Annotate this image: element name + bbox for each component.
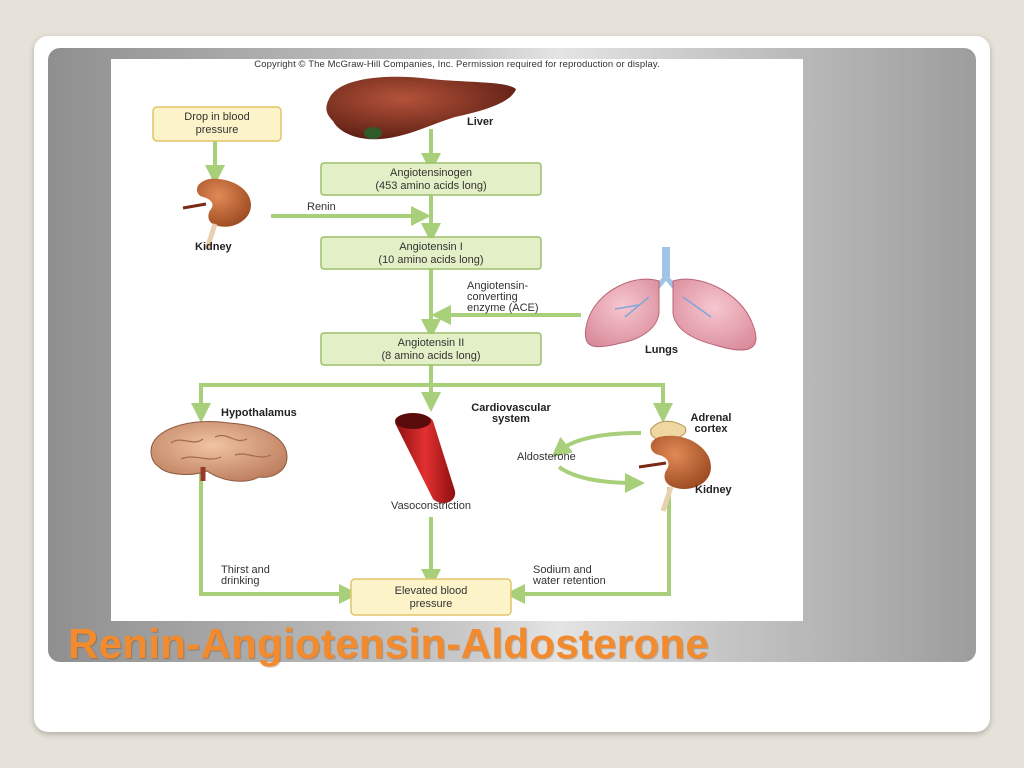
kidney-icon-top [182, 178, 251, 250]
box-drop-in-blood-pressure: Drop in blood pressure [152, 106, 282, 142]
box-angiotensin-1: Angiotensin I (10 amino acids long) [320, 236, 542, 270]
elevated-line1: Elevated blood [395, 585, 468, 597]
lungs-icon [584, 247, 757, 351]
angiotensin2-line1: Angiotensin II [398, 337, 465, 349]
box-angiotensin-2: Angiotensin II (8 amino acids long) [320, 332, 542, 366]
sodium-label-line2: water retention [532, 575, 606, 587]
angiotensinogen-line1: Angiotensinogen [390, 167, 472, 179]
thirst-label-line2: drinking [221, 575, 260, 587]
cardiovascular-label-line2: system [492, 413, 530, 425]
aldosterone-label: Aldosterone [517, 451, 576, 463]
adrenal-kidney-icon [638, 420, 711, 512]
lungs-label: Lungs [645, 344, 678, 356]
ace-label-line2: converting [467, 291, 518, 303]
sodium-label-line1: Sodium and [533, 564, 592, 576]
liver-icon [326, 76, 516, 140]
elevated-line2: pressure [410, 598, 453, 610]
copyright-notice: Copyright © The McGraw-Hill Companies, I… [254, 59, 660, 70]
renin-label: Renin [307, 201, 336, 213]
kidney-label-bottom: Kidney [695, 484, 733, 496]
adrenal-cortex-label-line2: cortex [694, 423, 728, 435]
blood-vessel-icon [395, 413, 456, 504]
drop-box-line2: pressure [196, 124, 239, 136]
drop-box-line1: Drop in blood [184, 111, 249, 123]
angiotensin1-line1: Angiotensin I [399, 241, 463, 253]
box-elevated-blood-pressure: Elevated blood pressure [350, 578, 512, 616]
hypothalamus-label: Hypothalamus [221, 407, 297, 419]
diagram-canvas: Drop in blood pressure Angiotensinogen (… [150, 76, 757, 616]
cardiovascular-label-line1: Cardiovascular [471, 402, 551, 414]
ace-label-line3: enzyme (ACE) [467, 302, 539, 314]
slide-title: Renin-Angiotensin-Aldosterone [68, 620, 710, 667]
vasoconstriction-label: Vasoconstriction [391, 500, 471, 512]
kidney-label-top: Kidney [195, 241, 233, 253]
adrenal-cortex-label-line1: Adrenal [691, 412, 732, 424]
angiotensin2-line2: (8 amino acids long) [381, 350, 480, 362]
flow-arrows [191, 129, 673, 604]
angiotensin1-line2: (10 amino acids long) [378, 254, 483, 266]
brain-icon [150, 420, 288, 482]
raas-diagram: Copyright © The McGraw-Hill Companies, I… [111, 59, 803, 621]
ace-label-line1: Angiotensin- [467, 280, 528, 292]
thirst-label-line1: Thirst and [221, 564, 270, 576]
box-angiotensinogen: Angiotensinogen (453 amino acids long) [320, 162, 542, 196]
liver-label: Liver [467, 116, 494, 128]
angiotensinogen-line2: (453 amino acids long) [375, 180, 486, 192]
